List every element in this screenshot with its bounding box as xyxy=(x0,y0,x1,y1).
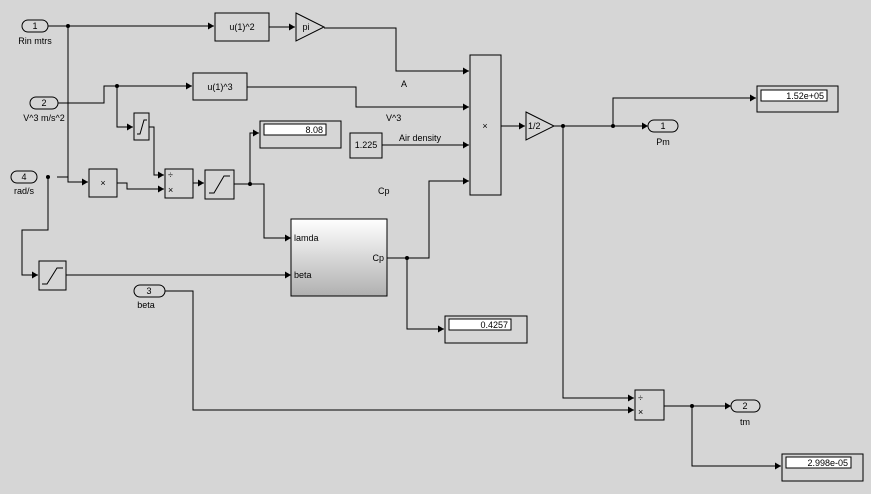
signal-label-cp: Cp xyxy=(378,186,390,196)
outport-label: Pm xyxy=(656,137,670,147)
cp-subsystem-block[interactable]: lamda beta Cp xyxy=(290,218,388,297)
cp-port-lamda: lamda xyxy=(294,233,319,243)
inport-number: 4 xyxy=(21,172,26,182)
inport-label: rad/s xyxy=(14,186,35,196)
signal-label-area: A xyxy=(401,79,407,89)
fcn-cube-block[interactable]: u(1)^3 xyxy=(192,72,248,101)
junction-dots xyxy=(46,24,694,408)
gain-value: 1/2 xyxy=(528,121,541,131)
inport-rad-s[interactable]: 4 rad/s xyxy=(10,170,38,196)
divide-top-sign: ÷ xyxy=(168,170,173,180)
display-value: 0.4257 xyxy=(480,320,508,330)
fcn-expression: u(1)^3 xyxy=(207,82,232,92)
gain-value: pi xyxy=(302,22,309,32)
display-value: 2.998e-05 xyxy=(807,458,848,468)
constant-value: 1.225 xyxy=(355,140,378,150)
inport-number: 1 xyxy=(32,21,37,31)
outport-label: tm xyxy=(740,417,750,427)
product-symbol: × xyxy=(482,121,487,131)
divide-top-sign: ÷ xyxy=(638,393,643,403)
product-power-block[interactable]: × xyxy=(469,54,502,196)
constant-air-density-block[interactable]: 1.225 xyxy=(349,132,383,159)
saturation-beta-block[interactable] xyxy=(38,260,67,291)
cp-port-out: Cp xyxy=(372,253,384,263)
inport-label: Rin mtrs xyxy=(18,36,52,46)
signal-lines xyxy=(21,22,781,470)
outport-pm[interactable]: 1 Pm xyxy=(647,119,679,147)
display-tsr[interactable]: 8.08 xyxy=(259,120,342,149)
inport-label: beta xyxy=(137,300,155,310)
fcn-square-block[interactable]: u(1)^2 xyxy=(214,12,270,42)
display-torque[interactable]: 2.998e-05 xyxy=(781,453,864,482)
display-cp[interactable]: 0.4257 xyxy=(444,315,528,344)
divide-bottom-sign: × xyxy=(168,185,173,195)
saturation-small-block[interactable] xyxy=(133,112,150,141)
inport-beta[interactable]: 3 beta xyxy=(133,284,166,310)
signal-label-air-density: Air density xyxy=(399,133,442,143)
inport-wind-speed[interactable]: 2 V^3 m/s^2 xyxy=(23,96,65,123)
product-symbol: × xyxy=(100,178,105,188)
divide-bottom-sign: × xyxy=(638,407,643,417)
divide-block[interactable]: ÷ × xyxy=(164,168,194,199)
saturation-block[interactable] xyxy=(204,169,235,200)
product-block[interactable]: × xyxy=(88,168,118,198)
outport-number: 2 xyxy=(742,401,747,411)
inport-rin[interactable]: 1 Rin mtrs xyxy=(18,19,52,46)
fcn-expression: u(1)^2 xyxy=(229,22,254,32)
inport-label: V^3 m/s^2 xyxy=(23,113,64,123)
display-value: 1.52e+05 xyxy=(786,91,824,101)
cp-port-beta: beta xyxy=(294,270,312,280)
outport-tm[interactable]: 2 tm xyxy=(730,399,761,427)
display-power[interactable]: 1.52e+05 xyxy=(756,85,839,113)
display-value: 8.08 xyxy=(305,125,323,135)
gain-pi-block[interactable]: pi xyxy=(295,12,326,42)
divide-torque-block[interactable]: ÷ × xyxy=(634,389,665,421)
inport-number: 3 xyxy=(146,286,151,296)
signal-label-v3: V^3 xyxy=(386,113,401,123)
outport-number: 1 xyxy=(660,121,665,131)
gain-half-block[interactable]: 1/2 xyxy=(525,111,556,141)
inport-number: 2 xyxy=(41,98,46,108)
